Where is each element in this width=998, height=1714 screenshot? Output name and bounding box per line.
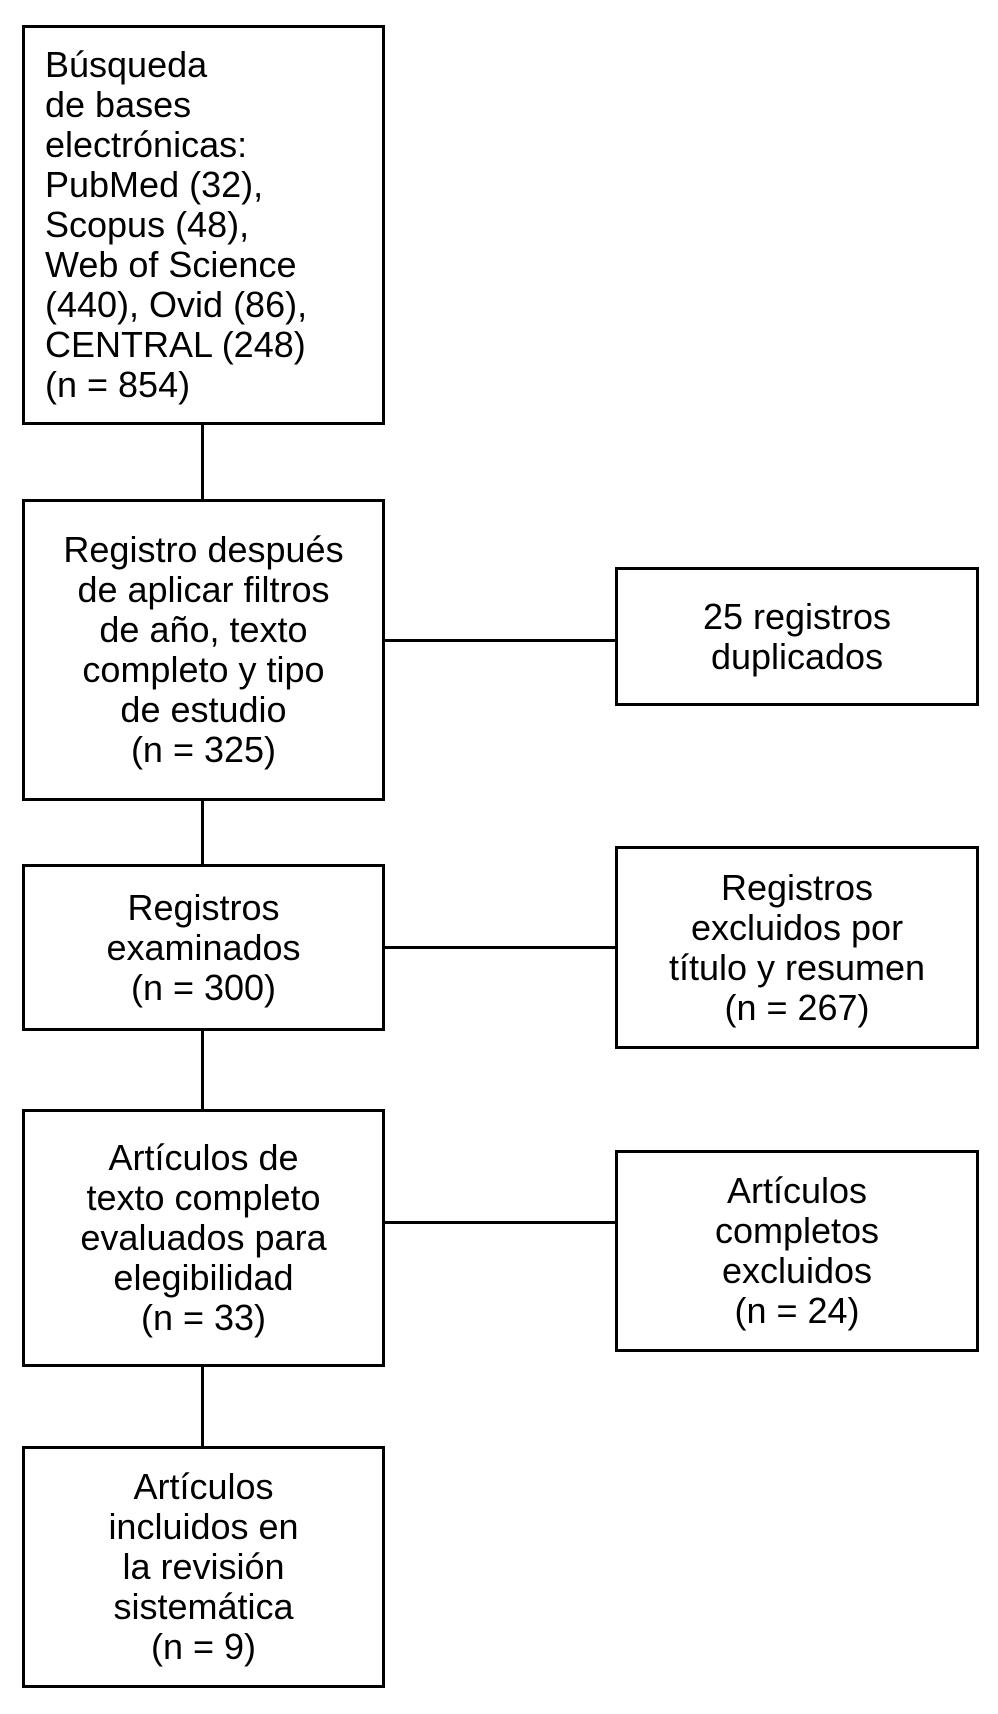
flow-box-filtered-records-text: Registro después de aplicar filtros de a…	[63, 529, 344, 770]
flow-box-database-search-text: Búsqueda de bases electrónicas: PubMed (…	[45, 44, 308, 405]
flow-box-fulltext-excluded-text: Artículos completos excluidos (n = 24)	[714, 1170, 880, 1331]
flow-box-fulltext-assessed-text: Artículos de texto completo evaluados pa…	[80, 1137, 327, 1338]
connector-fulltext-to-included	[201, 1367, 204, 1446]
flow-box-duplicate-records-text: 25 registros duplicados	[702, 595, 892, 677]
flow-box-fulltext-assessed: Artículos de texto completo evaluados pa…	[22, 1109, 385, 1367]
connector-filtered-to-duplicates	[385, 639, 615, 642]
flow-box-records-screened-text: Registros examinados (n = 300)	[106, 886, 301, 1008]
connector-screened-to-excluded-title	[385, 946, 615, 949]
flow-box-excluded-title-abstract-text: Registros excluidos por título y resumen…	[668, 866, 926, 1028]
connector-search-to-filtered	[201, 425, 204, 499]
flow-box-fulltext-excluded: Artículos completos excluidos (n = 24)	[615, 1150, 979, 1352]
connector-screened-to-fulltext	[201, 1031, 204, 1109]
flow-box-filtered-records: Registro después de aplicar filtros de a…	[22, 499, 385, 801]
flow-box-included-articles-text: Artículos incluidos en la revisión siste…	[108, 1466, 299, 1667]
flow-box-duplicate-records: 25 registros duplicados	[615, 567, 979, 706]
flow-box-database-search: Búsqueda de bases electrónicas: PubMed (…	[22, 25, 385, 425]
flow-box-included-articles: Artículos incluidos en la revisión siste…	[22, 1446, 385, 1688]
flow-box-excluded-title-abstract: Registros excluidos por título y resumen…	[615, 846, 979, 1049]
connector-fulltext-to-excluded-full	[385, 1221, 615, 1224]
connector-filtered-to-screened	[201, 801, 204, 864]
flow-box-records-screened: Registros examinados (n = 300)	[22, 864, 385, 1031]
